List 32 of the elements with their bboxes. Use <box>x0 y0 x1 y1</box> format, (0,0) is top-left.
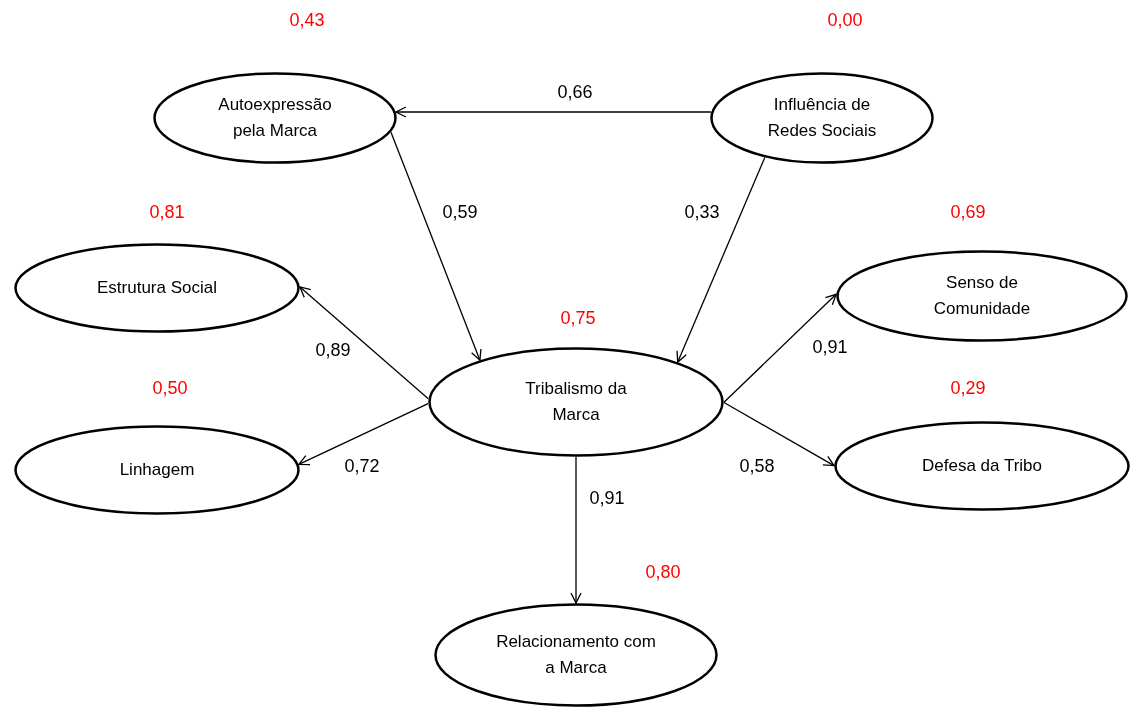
value-label: 0,43 <box>289 9 325 31</box>
ellipse-node <box>14 425 300 515</box>
value-label: 0,80 <box>645 561 681 583</box>
arrow <box>299 286 429 400</box>
value-label: 0,00 <box>827 9 863 31</box>
arrow <box>570 456 582 604</box>
ellipse-node <box>836 250 1128 342</box>
node-label: Linhagem <box>118 459 196 481</box>
node-label: Senso de Comunidade <box>932 272 1032 320</box>
node-label: Autoexpressão pela Marca <box>217 94 333 142</box>
ellipse-node <box>153 72 397 164</box>
ellipse-node <box>428 347 724 457</box>
arrow <box>676 156 766 363</box>
arrow <box>723 401 835 467</box>
arrow <box>390 131 482 361</box>
ellipse-node <box>14 243 300 333</box>
arrow <box>395 106 712 118</box>
node-label: Tribalismo da Marca <box>524 378 628 426</box>
node-label: Relacionamento com a Marca <box>496 631 656 679</box>
ellipse-node <box>710 72 934 164</box>
value-label: 0,50 <box>152 377 188 399</box>
node-label: Defesa da Tribo <box>921 455 1043 477</box>
value-label: 0,81 <box>149 201 185 223</box>
value-label: 0,29 <box>950 377 986 399</box>
node-label: Estrutura Social <box>96 277 218 299</box>
node-label: Influência de Redes Sociais <box>766 94 878 142</box>
value-label: 0,69 <box>950 201 986 223</box>
arrow <box>298 403 429 466</box>
value-label: 0,75 <box>560 307 596 329</box>
ellipse-node <box>434 603 718 707</box>
arrow <box>723 293 837 403</box>
ellipse-node <box>834 421 1130 511</box>
